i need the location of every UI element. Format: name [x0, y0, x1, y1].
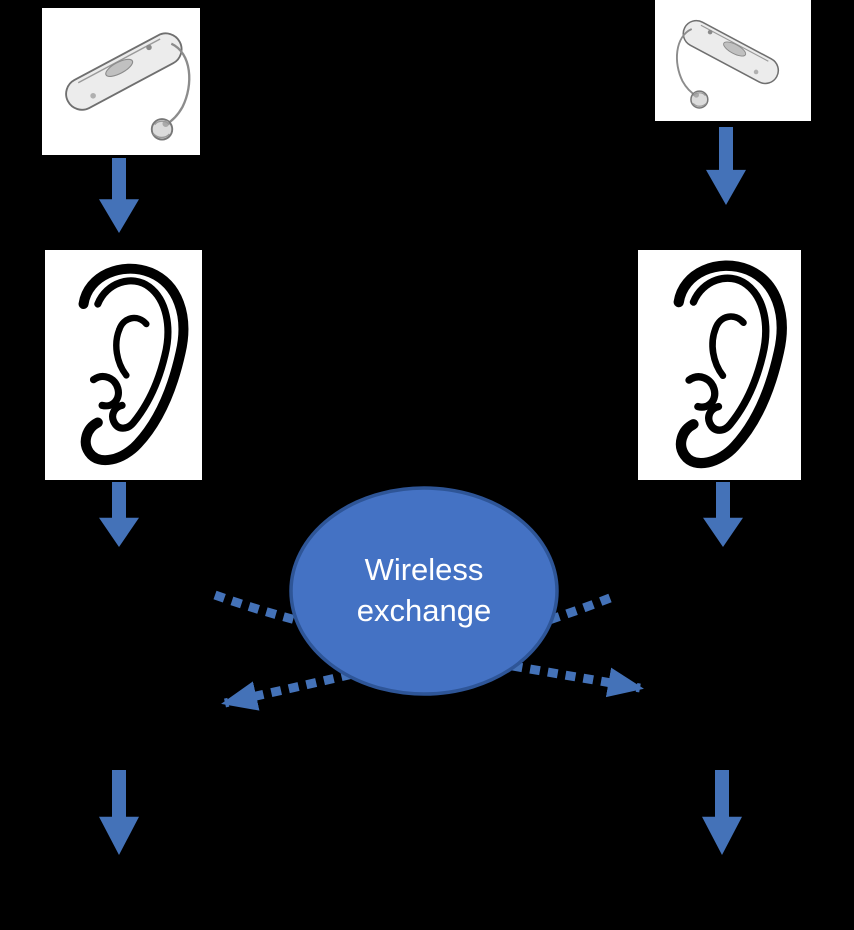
down-arrow-icon	[702, 770, 742, 855]
hearing-aid-icon	[46, 12, 196, 152]
wireless-exchange-node: Wireless exchange	[288, 485, 560, 697]
ear-icon	[639, 255, 801, 476]
right-ear-panel	[638, 250, 801, 480]
ellipse-shape	[289, 486, 559, 696]
left-hearing-aid-panel	[42, 8, 200, 155]
wireless-exchange-line1: Wireless	[364, 552, 484, 588]
down-arrow-icon	[703, 482, 743, 547]
wireless-exchange-line2: exchange	[356, 593, 492, 628]
hearing-aid-icon	[659, 3, 807, 118]
ear-icon	[45, 255, 202, 476]
left-ear-panel	[45, 250, 202, 480]
down-arrow-icon	[99, 482, 139, 547]
right-hearing-aid-panel	[655, 0, 811, 121]
wireless-exchange-label: Wireless exchange	[288, 485, 560, 697]
down-arrow-icon	[706, 127, 746, 205]
down-arrow-icon	[99, 770, 139, 855]
down-arrow-icon	[99, 158, 139, 233]
